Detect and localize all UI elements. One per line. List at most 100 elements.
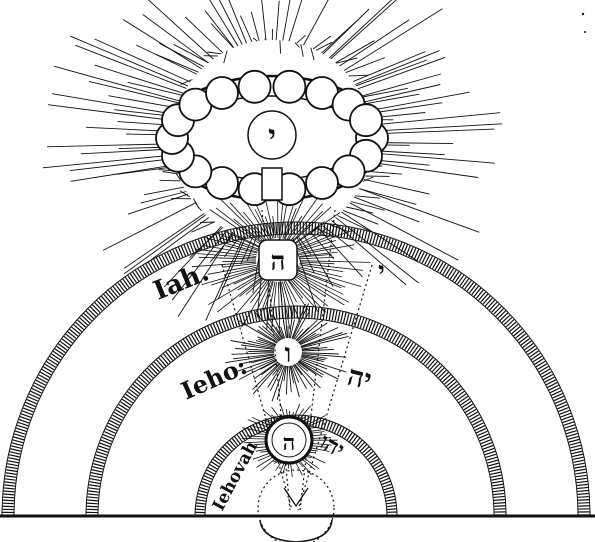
ray-line <box>301 353 347 358</box>
ray-line <box>296 362 309 372</box>
ray-line <box>279 40 282 54</box>
cloud-center-glyph: י <box>268 119 276 154</box>
ray-line <box>140 191 187 204</box>
ray-line <box>371 123 503 132</box>
ray-line <box>301 348 335 352</box>
ray-line <box>312 434 327 437</box>
ray-line <box>222 260 257 263</box>
ray-line <box>254 311 281 341</box>
ray-line <box>260 450 268 453</box>
ray-line <box>317 228 334 237</box>
ray-line <box>308 418 327 427</box>
label-iah-hebrew: י <box>378 257 385 287</box>
ray-line <box>241 438 266 440</box>
heart-shape <box>259 519 333 542</box>
ray-line <box>354 195 381 199</box>
ray-line <box>70 164 176 182</box>
ray-line <box>225 354 275 364</box>
ray-line <box>231 352 275 355</box>
lower-node-glyph: ה <box>283 430 296 456</box>
ray-line <box>202 236 258 253</box>
ray-line <box>175 173 181 181</box>
ray-line <box>142 14 209 64</box>
ray-line <box>282 0 291 41</box>
ray-line <box>298 245 336 254</box>
ray-line <box>299 333 320 345</box>
ray-line <box>80 148 173 155</box>
ray-line <box>262 325 280 342</box>
middle-arc <box>85 305 507 517</box>
cloud-puff <box>272 69 307 104</box>
ray-line <box>275 326 284 340</box>
ray-line <box>290 277 327 313</box>
ray-line <box>235 348 275 352</box>
ray-line <box>293 364 303 376</box>
ray-line <box>343 8 443 71</box>
ray-line <box>296 235 331 250</box>
ray-line <box>307 454 326 464</box>
ray-line <box>312 445 328 448</box>
ray-line <box>244 441 266 444</box>
ray-line <box>355 50 440 85</box>
ray-line <box>252 425 268 430</box>
ray-line <box>159 179 181 182</box>
middle-star-rays <box>225 300 349 402</box>
ray-line <box>252 37 258 42</box>
ray-line <box>298 333 317 344</box>
ray-line <box>256 446 267 449</box>
ray-line <box>296 318 324 342</box>
ray-line <box>207 51 222 55</box>
ray-line <box>257 336 277 346</box>
ray-line <box>366 170 402 175</box>
cloud-puff <box>349 103 383 138</box>
ray-line <box>284 192 307 240</box>
ray-line <box>256 457 273 468</box>
ray-line <box>362 176 374 182</box>
ray-line <box>301 355 326 361</box>
ray-line <box>288 0 303 42</box>
ray-line <box>163 225 222 288</box>
ray-line <box>255 448 267 452</box>
ray-line <box>209 209 263 246</box>
ray-line <box>361 73 441 97</box>
ray-line <box>197 253 257 259</box>
ray-line <box>301 335 349 349</box>
ray-line <box>307 415 326 425</box>
ray-line <box>299 261 335 265</box>
ray-line <box>294 403 301 417</box>
ray-line <box>300 331 343 347</box>
cloud-rays <box>42 0 503 330</box>
ray-line <box>286 215 303 241</box>
ray-line <box>219 198 265 243</box>
ray-line <box>257 329 278 343</box>
ray-line <box>179 190 190 198</box>
ray-line <box>293 311 310 340</box>
ray-line <box>255 280 272 313</box>
ray-line <box>233 218 264 244</box>
ray-line <box>233 272 260 285</box>
ray-line <box>47 104 174 122</box>
ray-line <box>267 281 276 319</box>
ray-line <box>258 281 273 318</box>
ray-line <box>311 431 325 434</box>
ray-line <box>335 57 358 64</box>
ray-line <box>209 0 239 47</box>
ray-line <box>339 19 410 67</box>
middle-star-core <box>276 340 300 364</box>
ray-line <box>261 361 279 376</box>
ray-line <box>283 365 287 382</box>
ray-line <box>345 57 385 74</box>
ray-line <box>261 0 267 41</box>
ray-line <box>237 274 263 291</box>
ray-line <box>123 213 205 269</box>
ray-line <box>279 402 285 417</box>
ray-line <box>280 326 286 339</box>
ray-line <box>262 419 272 424</box>
ray-line <box>285 365 289 395</box>
upper-node <box>258 239 298 281</box>
ray-line <box>298 461 304 468</box>
ray-line <box>201 267 258 286</box>
ray-line <box>290 463 293 477</box>
ray-line <box>295 227 328 247</box>
ray-line <box>291 365 300 383</box>
